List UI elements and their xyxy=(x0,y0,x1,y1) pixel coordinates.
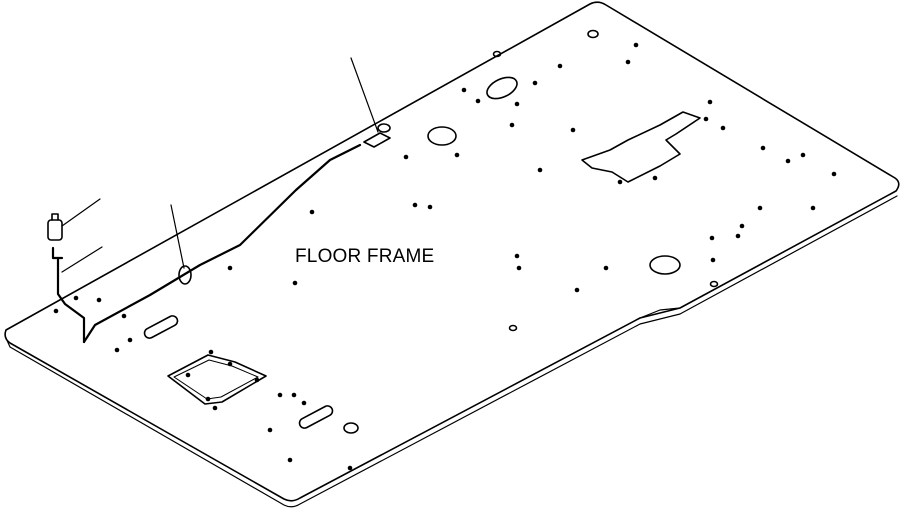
bolt-hole xyxy=(509,122,515,128)
bolt-hole xyxy=(427,204,433,210)
bolt-hole xyxy=(227,265,233,271)
bolt-hole xyxy=(514,101,520,107)
bolt-hole xyxy=(557,63,563,69)
bolt-hole xyxy=(537,167,543,173)
bolt-hole xyxy=(739,223,745,229)
upper-fitting xyxy=(363,123,391,148)
bolt-hole xyxy=(454,152,460,158)
bolt-hole xyxy=(127,337,133,343)
bolt-hole xyxy=(831,171,837,177)
bolt-hole xyxy=(570,127,576,133)
bolt-hole xyxy=(810,205,816,211)
bolt-hole xyxy=(514,253,520,259)
bolt-hole xyxy=(254,377,260,383)
bolt-hole xyxy=(291,392,297,398)
bolt-hole xyxy=(277,392,283,398)
bolt-hole xyxy=(703,116,709,122)
bolt-hole xyxy=(475,98,481,104)
access-cover xyxy=(167,354,267,405)
bolt-hole xyxy=(516,265,522,271)
bolt-hole xyxy=(347,465,353,471)
bolt-hole xyxy=(603,265,609,271)
line-clamp xyxy=(178,265,192,285)
floor-frame-plate xyxy=(4,1,900,508)
bolt-hole xyxy=(208,349,214,355)
bolt-hole xyxy=(710,257,716,263)
bolt-hole xyxy=(292,280,298,286)
bolt-hole xyxy=(760,145,766,151)
bolt-hole xyxy=(652,175,658,181)
bolt-hole xyxy=(574,287,580,293)
bolt-hole xyxy=(205,396,211,402)
bolt-holes xyxy=(53,42,837,471)
bolt-hole xyxy=(461,87,467,93)
hose-fitting xyxy=(47,213,63,241)
bolt-hole xyxy=(403,154,409,160)
bolt-hole xyxy=(412,202,418,208)
bolt-hole xyxy=(532,80,538,86)
bolt-hole xyxy=(309,209,315,215)
bolt-hole xyxy=(287,457,293,463)
floor-frame-label: FLOOR FRAME xyxy=(295,246,434,267)
hydraulic-line xyxy=(51,143,362,344)
bolt-hole xyxy=(185,372,191,378)
bolt-hole xyxy=(73,295,79,301)
bolt-hole xyxy=(96,297,102,303)
bolt-hole xyxy=(757,205,763,211)
bolt-hole xyxy=(735,233,741,239)
bolt-hole xyxy=(121,313,127,319)
bolt-hole xyxy=(114,347,120,353)
bolt-hole xyxy=(227,361,233,367)
bolt-hole xyxy=(633,42,639,48)
bolt-hole xyxy=(625,59,631,65)
plate-slots xyxy=(143,29,719,434)
bolt-hole xyxy=(53,308,59,314)
bolt-hole xyxy=(617,179,623,185)
bolt-hole xyxy=(785,158,791,164)
bolt-hole xyxy=(709,235,715,241)
bolt-hole xyxy=(720,125,726,131)
bolt-hole xyxy=(707,99,713,105)
bolt-hole xyxy=(301,400,307,406)
bolt-hole xyxy=(267,427,273,433)
bolt-hole xyxy=(800,152,806,158)
leader-lines xyxy=(61,57,379,273)
bolt-hole xyxy=(212,405,218,411)
plate-cutout-right xyxy=(581,111,701,183)
